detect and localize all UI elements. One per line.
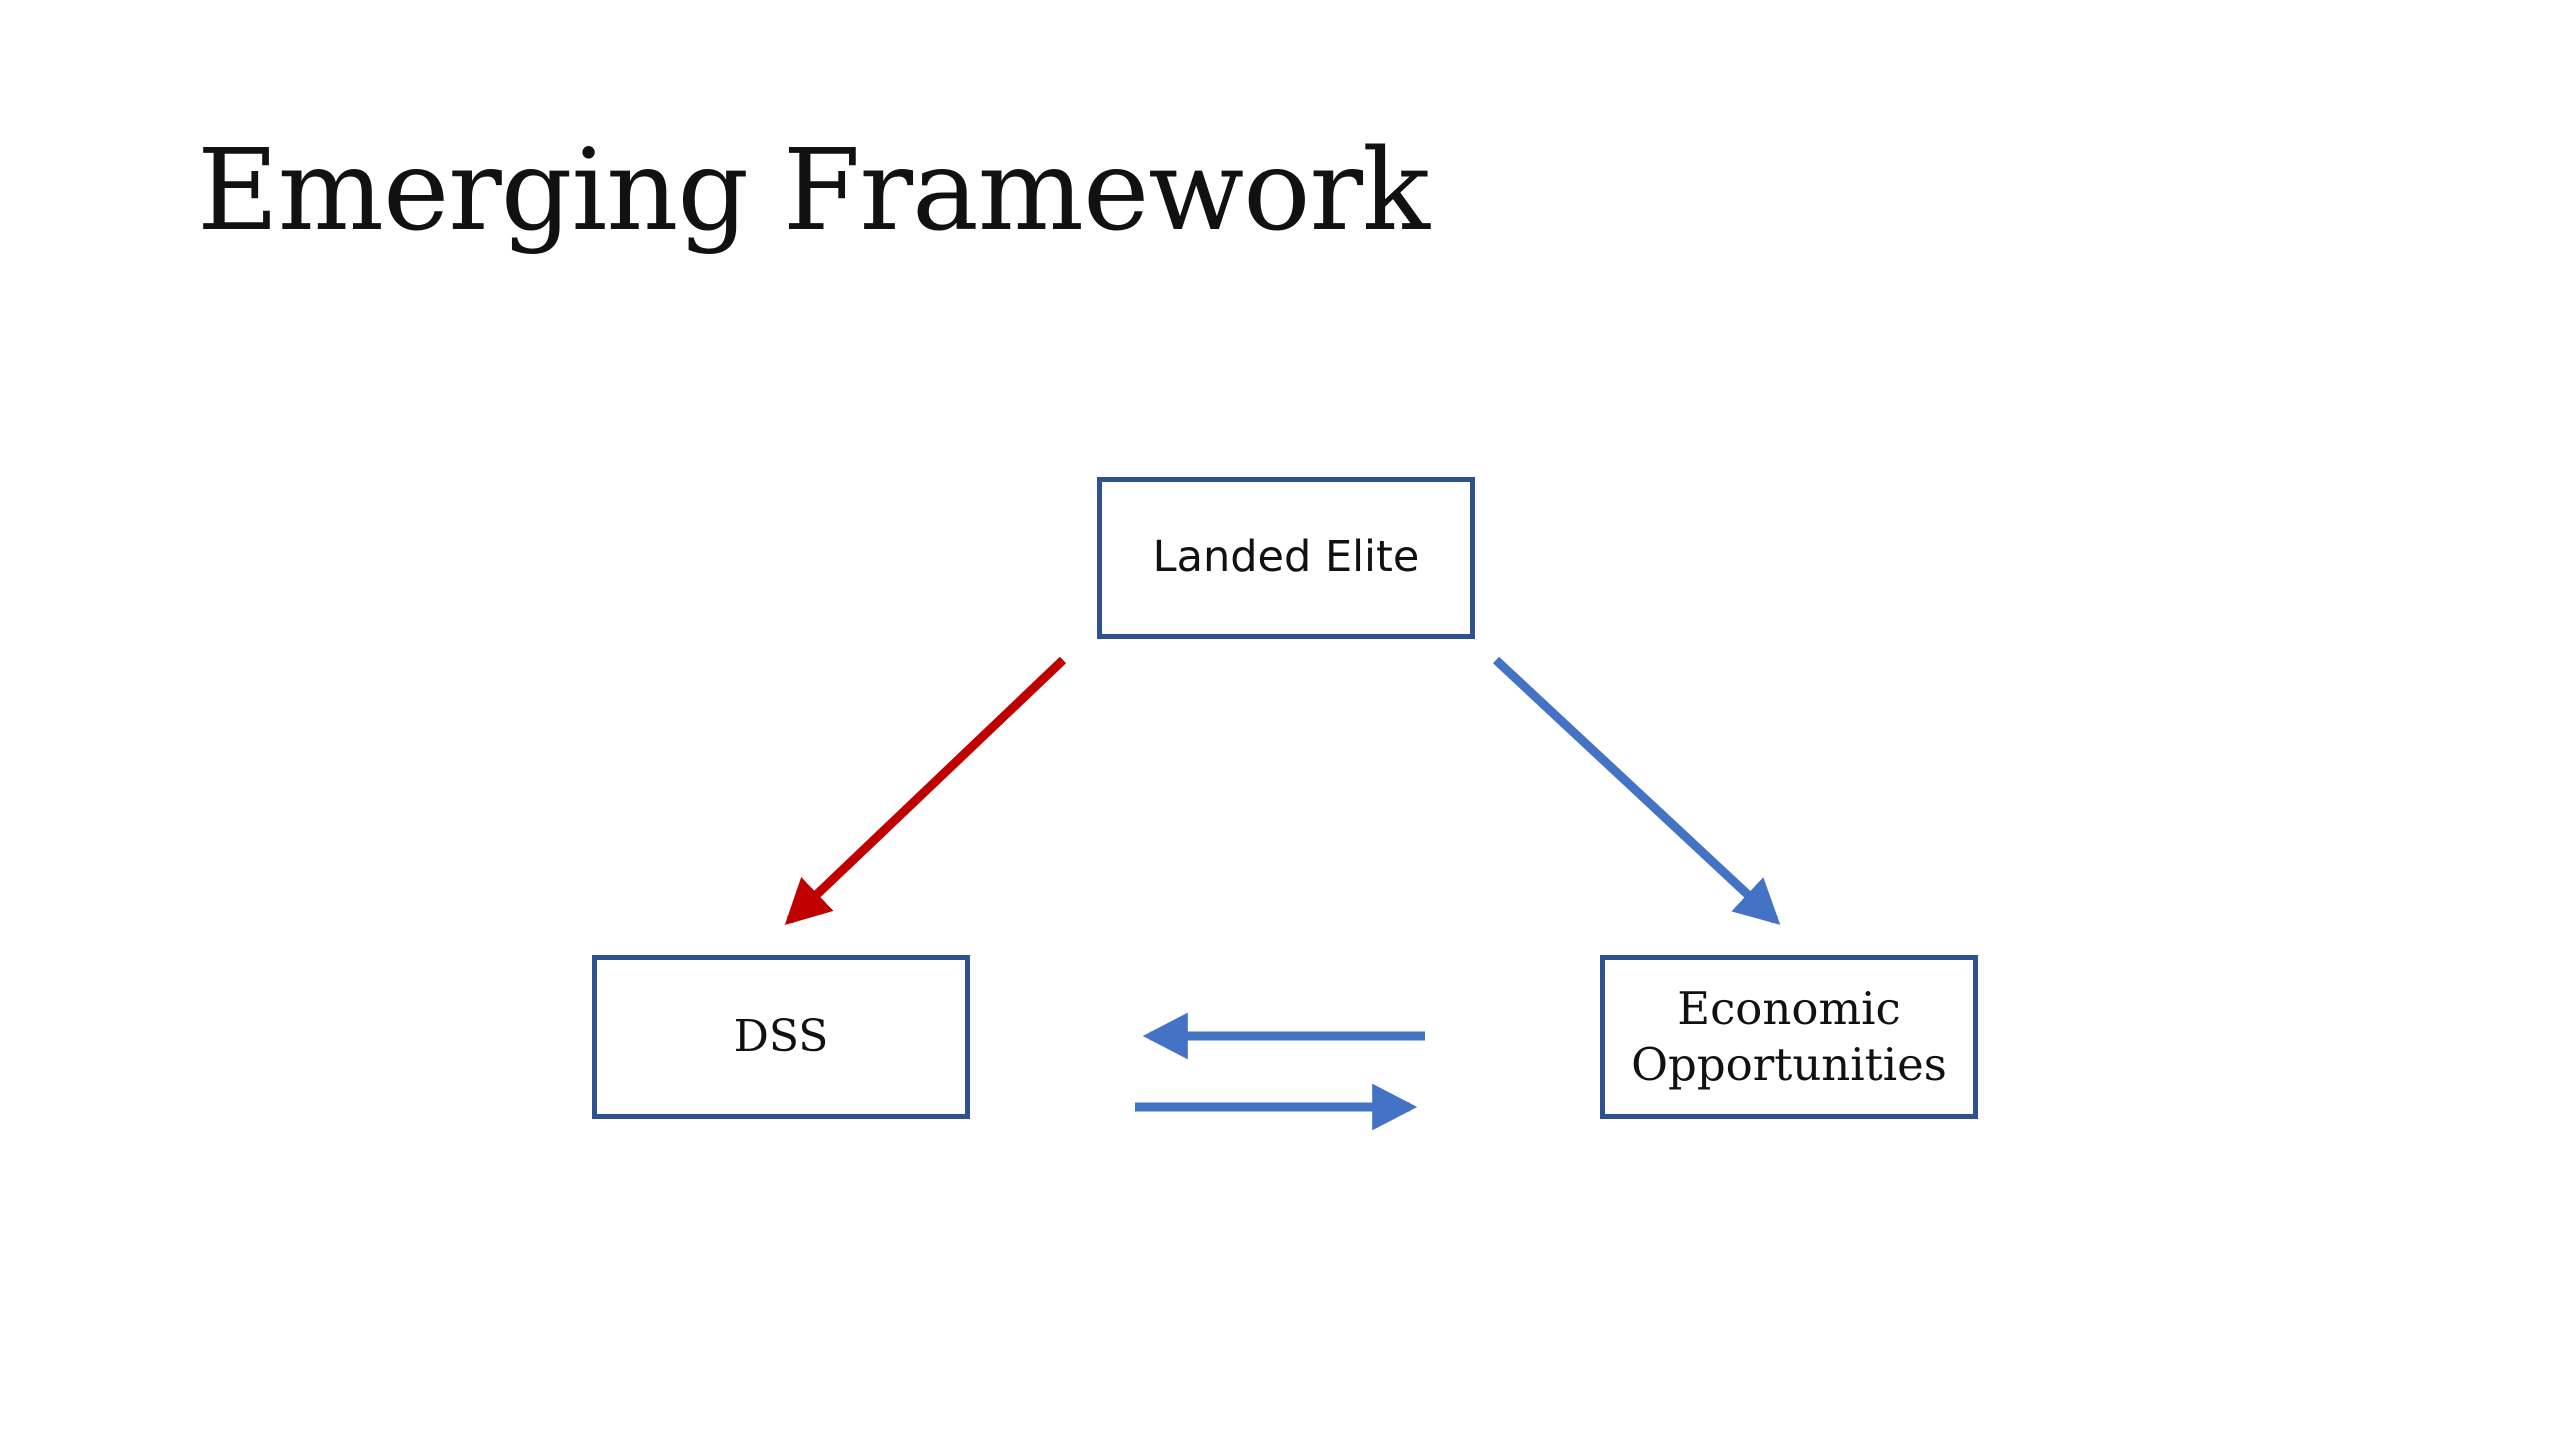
node-economic-opportunities-label-line-2: Opportunities [1631,1038,1947,1091]
node-landed-elite: Landed Elite [1097,477,1475,639]
arrow-elite-to-economic [1492,656,1781,925]
slide-title: Emerging Framework [197,126,1430,256]
node-dss-label: DSS [733,1011,829,1063]
node-dss: DSS [592,955,970,1119]
node-economic-opportunities-label-line-1: Economic [1677,981,1901,1035]
arrow-elite-to-dss [784,656,1067,925]
node-landed-elite-label: Landed Elite [1152,532,1420,583]
node-economic-opportunities: Economic Opportunities [1600,955,1978,1119]
